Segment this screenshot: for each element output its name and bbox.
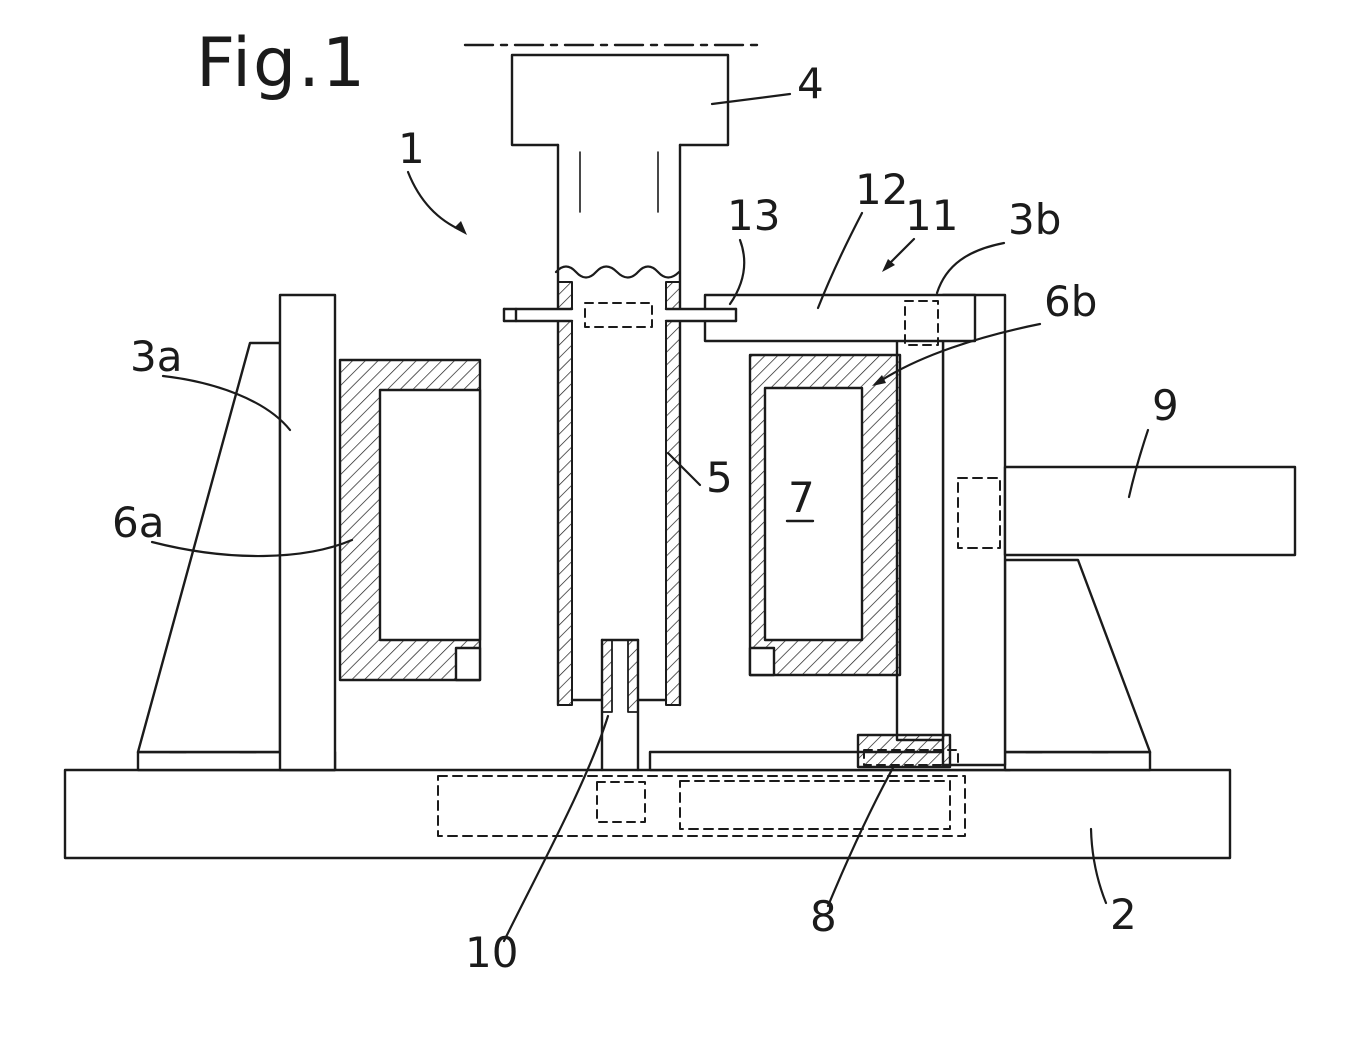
hidden-outline-base-large <box>437 775 966 837</box>
right-gusset <box>1003 558 1152 754</box>
leader-10 <box>502 714 610 943</box>
label-8: 8 <box>810 892 837 941</box>
leader-3b <box>935 241 1006 295</box>
label-3b: 3b <box>1008 195 1061 244</box>
press-head-4 <box>510 53 730 707</box>
cylinder-5 <box>557 281 681 706</box>
hidden-outline-pin <box>584 302 653 328</box>
label-6a: 6a <box>112 498 164 547</box>
ejector-rod-10 <box>600 638 640 772</box>
leader-8 <box>826 764 896 908</box>
leader-13 <box>728 238 746 306</box>
hidden-outline-arm-joint <box>957 477 1001 549</box>
label-6b: 6b <box>1044 277 1097 326</box>
left-plate-3a <box>278 293 337 772</box>
label-12: 12 <box>855 165 908 214</box>
right-plate-3b <box>895 306 945 742</box>
cylinder-wall-left <box>557 281 573 706</box>
label-4: 4 <box>797 59 824 108</box>
arrowhead-1 <box>454 221 467 235</box>
right-outer-plate <box>941 293 1007 767</box>
cylinder-wall-right <box>665 281 681 706</box>
arrowhead-6b <box>872 375 886 386</box>
left-coil-6a <box>338 358 482 682</box>
label-2: 2 <box>1110 890 1137 939</box>
leader-6b <box>877 322 1042 384</box>
right-foot-strip <box>1003 750 1152 772</box>
leader-11 <box>885 237 916 268</box>
label-3a: 3a <box>130 332 182 381</box>
top-plate-12 <box>703 293 977 346</box>
left-coil-window <box>378 388 482 642</box>
hidden-outline-block-8 <box>863 749 959 766</box>
hidden-outline-rod-socket <box>596 781 646 823</box>
labels: Fig.1 4 1 12 11 13 3b 6b 3a 9 5 7 6a 2 8… <box>112 24 1179 977</box>
label-13: 13 <box>727 191 780 240</box>
hidden-outline-bolt <box>904 300 939 346</box>
leader-12 <box>816 211 864 310</box>
left-support <box>136 293 337 772</box>
leader-9 <box>1127 428 1150 499</box>
arrowhead-11 <box>882 259 895 272</box>
rod-hatch-left <box>601 639 613 713</box>
hidden-outline-base-inner <box>679 780 951 830</box>
right-plate-assembly <box>895 293 1007 767</box>
leader-4 <box>710 92 792 106</box>
leader-6a <box>150 538 354 558</box>
figure-title: Fig.1 <box>196 24 367 103</box>
leader-3a <box>161 374 292 432</box>
label-11: 11 <box>905 191 958 240</box>
label-9: 9 <box>1152 381 1179 430</box>
label-7: 7 <box>788 473 815 522</box>
right-coil-6b <box>748 353 902 677</box>
block-8 <box>856 733 959 769</box>
label-10: 10 <box>465 928 518 977</box>
right-coil-notch <box>748 646 776 677</box>
right-support <box>1003 558 1152 772</box>
base-plate-2 <box>63 768 1232 860</box>
pin-13 <box>502 302 738 328</box>
leader-2 <box>1089 827 1108 905</box>
leader-5 <box>666 451 702 487</box>
press-head-outline <box>510 53 730 147</box>
leader-lines <box>150 92 1150 943</box>
rod-hatch-right <box>627 639 639 713</box>
label-5: 5 <box>706 453 733 502</box>
break-wave <box>554 265 681 279</box>
arm-9 <box>957 465 1297 557</box>
label-1: 1 <box>398 124 425 173</box>
left-coil-notch <box>454 646 482 682</box>
leader-1 <box>406 170 465 233</box>
right-coil-window <box>763 386 864 642</box>
